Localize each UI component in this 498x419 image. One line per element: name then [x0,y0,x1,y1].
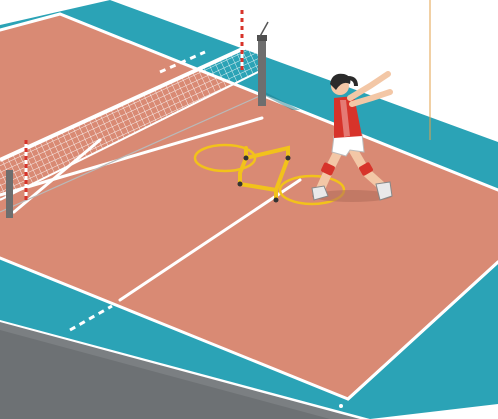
net-post [258,38,266,106]
net-post-near [6,170,13,218]
service-dot [339,404,343,408]
